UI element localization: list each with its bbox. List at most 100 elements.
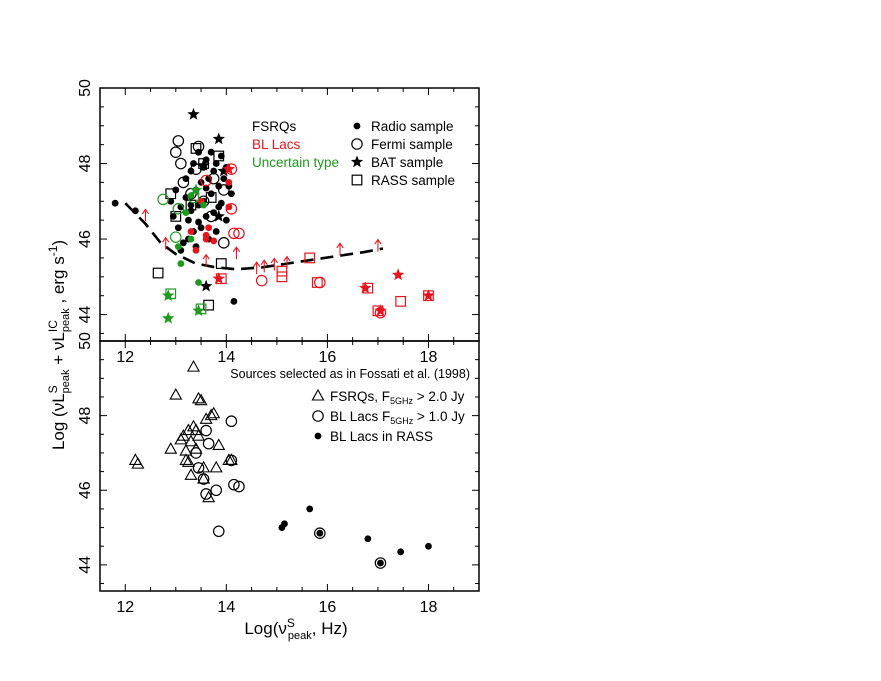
data-point [217, 164, 230, 177]
y-tick-label: 48 [77, 407, 94, 425]
data-point [172, 203, 185, 215]
y-tick-label: 50 [77, 332, 94, 350]
legend-sample-label: Fermi sample [371, 137, 453, 152]
data-point [190, 447, 202, 459]
legend-sample-label: Radio sample [371, 119, 454, 134]
y-axis-label: Log (νLSpeak + νLICpeak , erg s-1) [46, 240, 72, 450]
legend-item-label: BL Lacs in RASS [330, 429, 433, 444]
legend-marker [311, 388, 325, 401]
data-point [170, 231, 182, 243]
data-point [202, 253, 210, 267]
data-point [374, 238, 382, 252]
legend-marker [351, 138, 363, 150]
data-point [233, 227, 245, 240]
data-point [314, 527, 326, 539]
data-point [422, 289, 435, 301]
data-point [225, 454, 238, 467]
data-point [210, 237, 218, 245]
data-point [364, 535, 372, 543]
data-point [233, 480, 245, 493]
data-point [167, 197, 175, 205]
data-point [184, 434, 198, 447]
y-tick-label: 50 [77, 79, 94, 97]
x-tick-label: 18 [420, 599, 438, 616]
x-tick-label: 18 [420, 349, 438, 366]
data-point [195, 218, 202, 226]
data-point [186, 359, 201, 372]
data-point [162, 311, 175, 324]
data-point [374, 557, 387, 569]
data-point [179, 239, 187, 247]
data-point [255, 274, 268, 287]
x-tick-label: 12 [116, 349, 134, 366]
arrow-head [253, 261, 261, 268]
legend-marker [351, 174, 363, 186]
arrow-head [270, 257, 278, 264]
data-point [170, 146, 182, 158]
data-point [187, 201, 195, 209]
data-point [215, 182, 223, 190]
data-point [195, 303, 207, 315]
data-point [200, 201, 207, 209]
arrow-head [283, 255, 291, 262]
data-point [209, 460, 223, 473]
data-point [192, 429, 206, 441]
data-point [189, 183, 203, 196]
data-point [202, 490, 216, 503]
legend-type-label: FSRQs [252, 119, 297, 134]
data-point [212, 272, 225, 284]
series-uncertain-type-star [162, 183, 205, 324]
data-point [228, 227, 240, 240]
data-point [311, 277, 323, 288]
data-point [199, 412, 213, 424]
data-point [195, 279, 202, 286]
data-point [199, 279, 213, 292]
data-point [205, 224, 213, 232]
data-point [165, 288, 177, 300]
data-point [200, 488, 212, 500]
data-point [336, 242, 344, 256]
series-uncertain-type-open-square [165, 288, 207, 315]
x-tick-label: 14 [217, 599, 235, 616]
data-point [200, 424, 212, 437]
data-point [181, 423, 195, 436]
data-point [175, 157, 187, 170]
data-point [218, 237, 230, 249]
arrow-head [232, 246, 241, 252]
legend-bottom: Sources selected as in Fossati et al. (1… [230, 367, 470, 444]
data-point [202, 437, 215, 450]
data-point [314, 276, 326, 289]
y-tick-label: 48 [77, 155, 94, 173]
data-point [197, 460, 211, 473]
data-point [170, 210, 182, 222]
data-point [224, 453, 238, 465]
data-point [192, 391, 206, 404]
data-point [197, 158, 210, 171]
data-point [202, 184, 210, 192]
data-point [212, 438, 226, 451]
data-point [276, 271, 288, 283]
data-point [230, 297, 238, 305]
legend-marker [314, 432, 322, 440]
y-tick-label: 46 [77, 230, 94, 248]
data-point [202, 231, 210, 239]
data-point [225, 203, 238, 215]
data-point [176, 429, 190, 441]
data-point [227, 190, 235, 198]
data-point [304, 252, 316, 264]
arrow-head [336, 242, 344, 249]
data-point [194, 393, 208, 406]
legend-title: Sources selected as in Fossati et al. (1… [230, 367, 470, 381]
data-point [210, 167, 218, 175]
series-bl-lacs-upper-limit-arrow [141, 208, 382, 275]
legend-item-label: BL Lacs F5GHz > 1.0 Jy [330, 409, 465, 426]
data-point [198, 158, 209, 169]
data-point [359, 281, 372, 294]
data-point [164, 442, 178, 454]
data-point [283, 255, 291, 269]
